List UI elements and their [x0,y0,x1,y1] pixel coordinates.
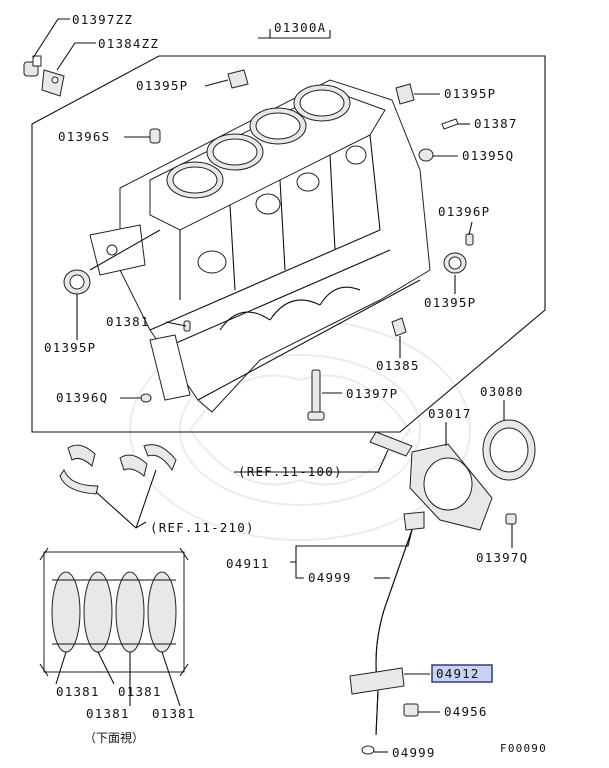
part-label-03080[interactable]: 03080 [480,384,524,399]
part-label-01396p[interactable]: 01396P [438,204,490,219]
part-label-01396s[interactable]: 01396S [58,129,110,144]
part-label-01395p-right[interactable]: 01395P [424,295,476,310]
part-label-01397zz[interactable]: 01397ZZ [72,12,133,27]
cylinder-block-drawing[interactable] [89,79,431,413]
part-label-04999-lower[interactable]: 04999 [392,745,436,760]
part-label-01396q[interactable]: 01396Q [56,390,108,405]
part-label-01381-main[interactable]: 01381 [106,314,150,329]
part-label-04912[interactable]: 04912 [436,666,480,681]
part-label-01381-bottom-1[interactable]: 01381 [56,684,100,699]
ref-label-11-210[interactable]: (REF.11-210) [150,520,255,535]
oil-level-gauge[interactable] [349,511,425,755]
part-label-01395p-left[interactable]: 01395P [44,340,96,355]
part-label-01397p[interactable]: 01397P [346,386,398,401]
ref-label-11-100[interactable]: (REF.11-100) [238,464,343,479]
crank-bearings[interactable] [59,444,177,495]
part-label-01384zz[interactable]: 01384ZZ [98,36,159,51]
rear-oil-seal-case[interactable] [369,419,536,531]
part-label-01381-bottom-4[interactable]: 01381 [152,706,196,721]
small-parts [63,69,474,421]
leader-lines [32,18,513,753]
part-label-01381-bottom-2[interactable]: 01381 [118,684,162,699]
part-label-04911[interactable]: 04911 [226,556,270,571]
part-label-01395p-top-left[interactable]: 01395P [136,78,188,93]
engine-block-frame [31,55,546,433]
part-label-04999-upper[interactable]: 04999 [308,570,352,585]
part-label-01395q[interactable]: 01395Q [462,148,514,163]
top-left-bolt-parts [23,55,65,97]
part-label-01385[interactable]: 01385 [376,358,420,373]
part-label-01395p-top-right[interactable]: 01395P [444,86,496,101]
part-label-01397q[interactable]: 01397Q [476,550,528,565]
highlight-04912-box [431,664,493,683]
figure-code: F00090 [500,742,547,755]
block-bottom-view[interactable] [39,547,189,677]
part-label-04956[interactable]: 04956 [444,704,488,719]
part-label-01381-bottom-3[interactable]: 01381 [86,706,130,721]
part-label-01300a[interactable]: 01300A [274,20,326,35]
part-label-01387[interactable]: 01387 [474,116,518,131]
bottom-view-caption: （下面視） [84,730,144,745]
part-label-03017[interactable]: 03017 [428,406,472,421]
